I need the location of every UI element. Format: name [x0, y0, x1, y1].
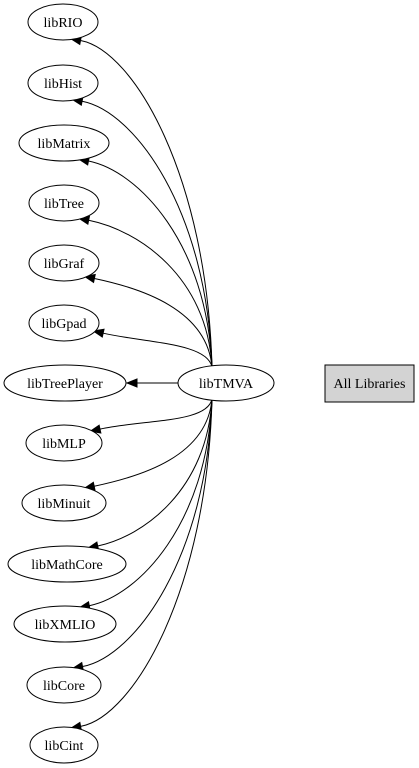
- all-libraries-button[interactable]: All Libraries: [324, 364, 415, 403]
- arrowhead-libtreeplayer: [125, 378, 138, 388]
- library-nodes: libRIO libHist libMatrix libTree libGraf libG…: [3, 3, 127, 764]
- node-libcint[interactable]: libCint: [29, 726, 99, 764]
- node-libmathcore[interactable]: libMathCore: [7, 545, 127, 583]
- node-libmathcore-label: libMathCore: [31, 558, 103, 573]
- node-libmlp[interactable]: libMLP: [25, 424, 103, 462]
- node-libcint-label: libCint: [45, 739, 84, 754]
- edge-libtmva-libminuit: [94, 398, 213, 487]
- edge-libtmva-libmathcore: [97, 398, 213, 547]
- node-libminuit-ellipse: [21, 484, 107, 522]
- node-libminuit-label: libMinuit: [38, 497, 91, 512]
- node-libmatrix-label: libMatrix: [38, 137, 91, 152]
- node-libmatrix[interactable]: libMatrix: [18, 124, 110, 162]
- node-libmlp-ellipse: [25, 424, 103, 462]
- edge-libtmva-libcore: [82, 398, 213, 668]
- node-libxmlio-label: libXMLIO: [35, 618, 96, 633]
- node-librio-ellipse: [27, 3, 99, 41]
- node-libtmva[interactable]: libTMVA: [177, 364, 275, 402]
- node-libgraf[interactable]: libGraf: [28, 244, 100, 282]
- node-libmatrix-ellipse: [18, 124, 110, 162]
- node-libxmlio[interactable]: libXMLIO: [13, 605, 117, 643]
- edge-libtmva-libgraf: [94, 277, 213, 368]
- node-libmlp-label: libMLP: [42, 437, 86, 452]
- node-libtree-ellipse: [28, 184, 100, 222]
- all-libraries-label: All Libraries: [334, 377, 406, 392]
- edge-libtmva-libmatrix: [88, 160, 213, 368]
- node-libcore-label: libCore: [43, 679, 85, 694]
- node-libtree-label: libTree: [44, 197, 84, 212]
- edge-libtmva-libmlp: [99, 398, 213, 430]
- edge-libtmva-libcint: [80, 398, 213, 727]
- node-libmathcore-ellipse: [7, 545, 127, 583]
- edge-libtmva-libtree: [88, 219, 213, 368]
- all-libraries-box: [324, 364, 415, 403]
- node-librio[interactable]: libRIO: [27, 3, 99, 41]
- edge-libtmva-librio: [80, 39, 213, 368]
- edge-libtmva-libgpad: [103, 332, 213, 368]
- node-libxmlio-ellipse: [13, 605, 117, 643]
- node-libcint-ellipse: [29, 726, 99, 764]
- node-librio-label: libRIO: [44, 16, 83, 31]
- node-libcore-ellipse: [26, 666, 102, 704]
- node-libtree[interactable]: libTree: [28, 184, 100, 222]
- node-libcore[interactable]: libCore: [26, 666, 102, 704]
- node-libgraf-ellipse: [28, 244, 100, 282]
- node-libhist-ellipse: [27, 64, 99, 102]
- edge-libtmva-libhist: [81, 100, 213, 368]
- node-libgpad-ellipse: [28, 304, 100, 342]
- node-libminuit[interactable]: libMinuit: [21, 484, 107, 522]
- node-libhist-label: libHist: [44, 77, 82, 92]
- node-libgpad-label: libGpad: [41, 317, 86, 332]
- node-libtmva-ellipse: [177, 364, 275, 402]
- node-libtreeplayer[interactable]: libTreePlayer: [3, 364, 127, 402]
- node-libhist[interactable]: libHist: [27, 64, 99, 102]
- node-libtreeplayer-label: libTreePlayer: [27, 377, 103, 392]
- node-libgraf-label: libGraf: [44, 257, 85, 272]
- node-libgpad[interactable]: libGpad: [28, 304, 100, 342]
- arrowhead-libgpad: [92, 328, 105, 338]
- node-libtreeplayer-ellipse: [3, 364, 127, 402]
- node-libtmva-label: libTMVA: [199, 377, 254, 392]
- edge-libtmva-libxmlio: [89, 398, 213, 607]
